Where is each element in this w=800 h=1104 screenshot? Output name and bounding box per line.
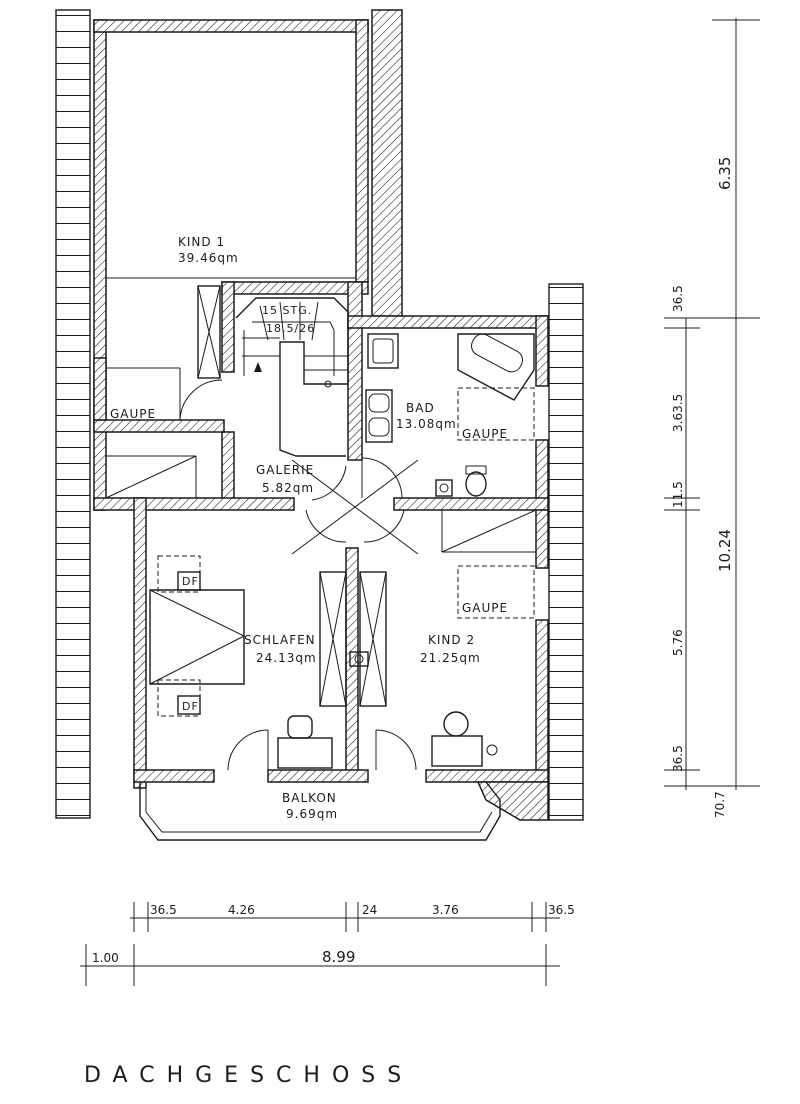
window-kind1	[197, 285, 221, 379]
label-bad-area: 13.08qm	[396, 417, 457, 431]
wall-bad-bottom	[393, 497, 549, 511]
dim-v-10-24: 10.24	[716, 529, 734, 572]
label-schlafen-name: SCHLAFEN	[244, 633, 316, 647]
staircase	[235, 297, 349, 457]
bathroom-fixtures	[365, 333, 535, 497]
vertical-dimension-labels: 6.35 36.5 3.63.5 11.5 10.24 5.76 36.5 70…	[671, 157, 734, 818]
wall-bottom-1	[133, 769, 215, 783]
dim-h-1-00: 1.00	[92, 951, 119, 965]
wall-kind2-right-upper	[535, 509, 549, 569]
wall-bottom-2	[267, 769, 369, 783]
wall-bad-right-upper	[535, 315, 549, 387]
dim-h-36-5-b: 36.5	[548, 903, 575, 917]
wall-galerie-left	[221, 431, 235, 503]
label-skylight-top: DF	[182, 575, 199, 588]
plan-title: DACHGESCHOSS	[84, 1063, 413, 1088]
wall-top	[93, 19, 369, 33]
label-kind1-name: KIND 1	[178, 235, 225, 249]
wall-schlafen-left	[133, 497, 147, 789]
dim-h-3-76: 3.76	[432, 903, 459, 917]
brick-strip-left	[55, 9, 91, 819]
balcony-outline	[139, 781, 501, 841]
roof-bricks	[55, 9, 584, 821]
wall-bottom-3	[425, 769, 549, 783]
wall-left-upper	[93, 19, 107, 511]
wardrobes	[319, 571, 387, 707]
dim-v-36-5-a: 36.5	[671, 285, 685, 312]
wall-gaupe-bottom	[93, 419, 225, 433]
dim-h-36-5-a: 36.5	[150, 903, 177, 917]
wall-stair-left	[221, 281, 235, 373]
dimension-lines	[80, 18, 760, 986]
door-swings	[179, 379, 419, 771]
wall-chimney-right	[371, 9, 403, 317]
horizontal-dimension-labels: 36.5 4.26 24 3.76 36.5 1.00 8.99	[92, 903, 575, 966]
label-gaupe-kind2: GAUPE	[462, 601, 508, 615]
wall-bad-top	[347, 315, 549, 329]
brick-strip-right	[548, 283, 584, 821]
label-kind1-area: 39.46qm	[178, 251, 239, 265]
label-skylight-bottom: DF	[182, 700, 199, 713]
dim-v-36-5-b: 36.5	[671, 745, 685, 772]
wall-kind2-right-lower	[535, 619, 549, 789]
dim-v-5-76: 5.76	[671, 629, 685, 656]
label-schlafen-area: 24.13qm	[256, 651, 317, 665]
wall-kind1-right	[355, 19, 369, 283]
balcony	[139, 781, 501, 841]
label-galerie-name: GALERIE	[256, 463, 314, 477]
label-gaupe-bad: GAUPE	[462, 427, 508, 441]
label-stair-steps: 15 STG.	[262, 304, 312, 317]
interior-lines	[105, 277, 537, 553]
dim-v-3-63-5: 3.63.5	[671, 394, 685, 432]
label-galerie-area: 5.82qm	[262, 481, 314, 495]
label-stair-ratio: 18.5/26	[266, 322, 315, 335]
wall-mid-left	[93, 497, 295, 511]
walls	[93, 9, 549, 821]
label-kind2-name: KIND 2	[428, 633, 475, 647]
wall-middle	[345, 547, 359, 775]
dim-h-24: 24	[362, 903, 377, 917]
kind2-furniture	[431, 565, 535, 767]
dim-v-70-7: 70.7	[713, 791, 727, 818]
wall-stair-top	[221, 281, 369, 295]
label-kind2-area: 21.25qm	[420, 651, 481, 665]
wall-balcony-corner	[476, 781, 549, 821]
dim-v-11-5: 11.5	[671, 481, 685, 508]
wall-stair-right	[347, 281, 363, 461]
dim-h-8-99: 8.99	[322, 948, 355, 966]
label-balkon-name: BALKON	[282, 791, 337, 805]
wall-gaupe-left	[93, 357, 107, 421]
dim-h-4-26: 4.26	[228, 903, 255, 917]
label-gaupe-left: GAUPE	[110, 407, 156, 421]
dim-v-6-35: 6.35	[716, 157, 734, 190]
schlafen-furniture	[149, 555, 333, 769]
label-balkon-area: 9.69qm	[286, 807, 338, 821]
label-bad-name: BAD	[406, 401, 435, 415]
room-labels: KIND 1 39.46qm 15 STG. 18.5/26 GAUPE BAD…	[110, 235, 508, 821]
